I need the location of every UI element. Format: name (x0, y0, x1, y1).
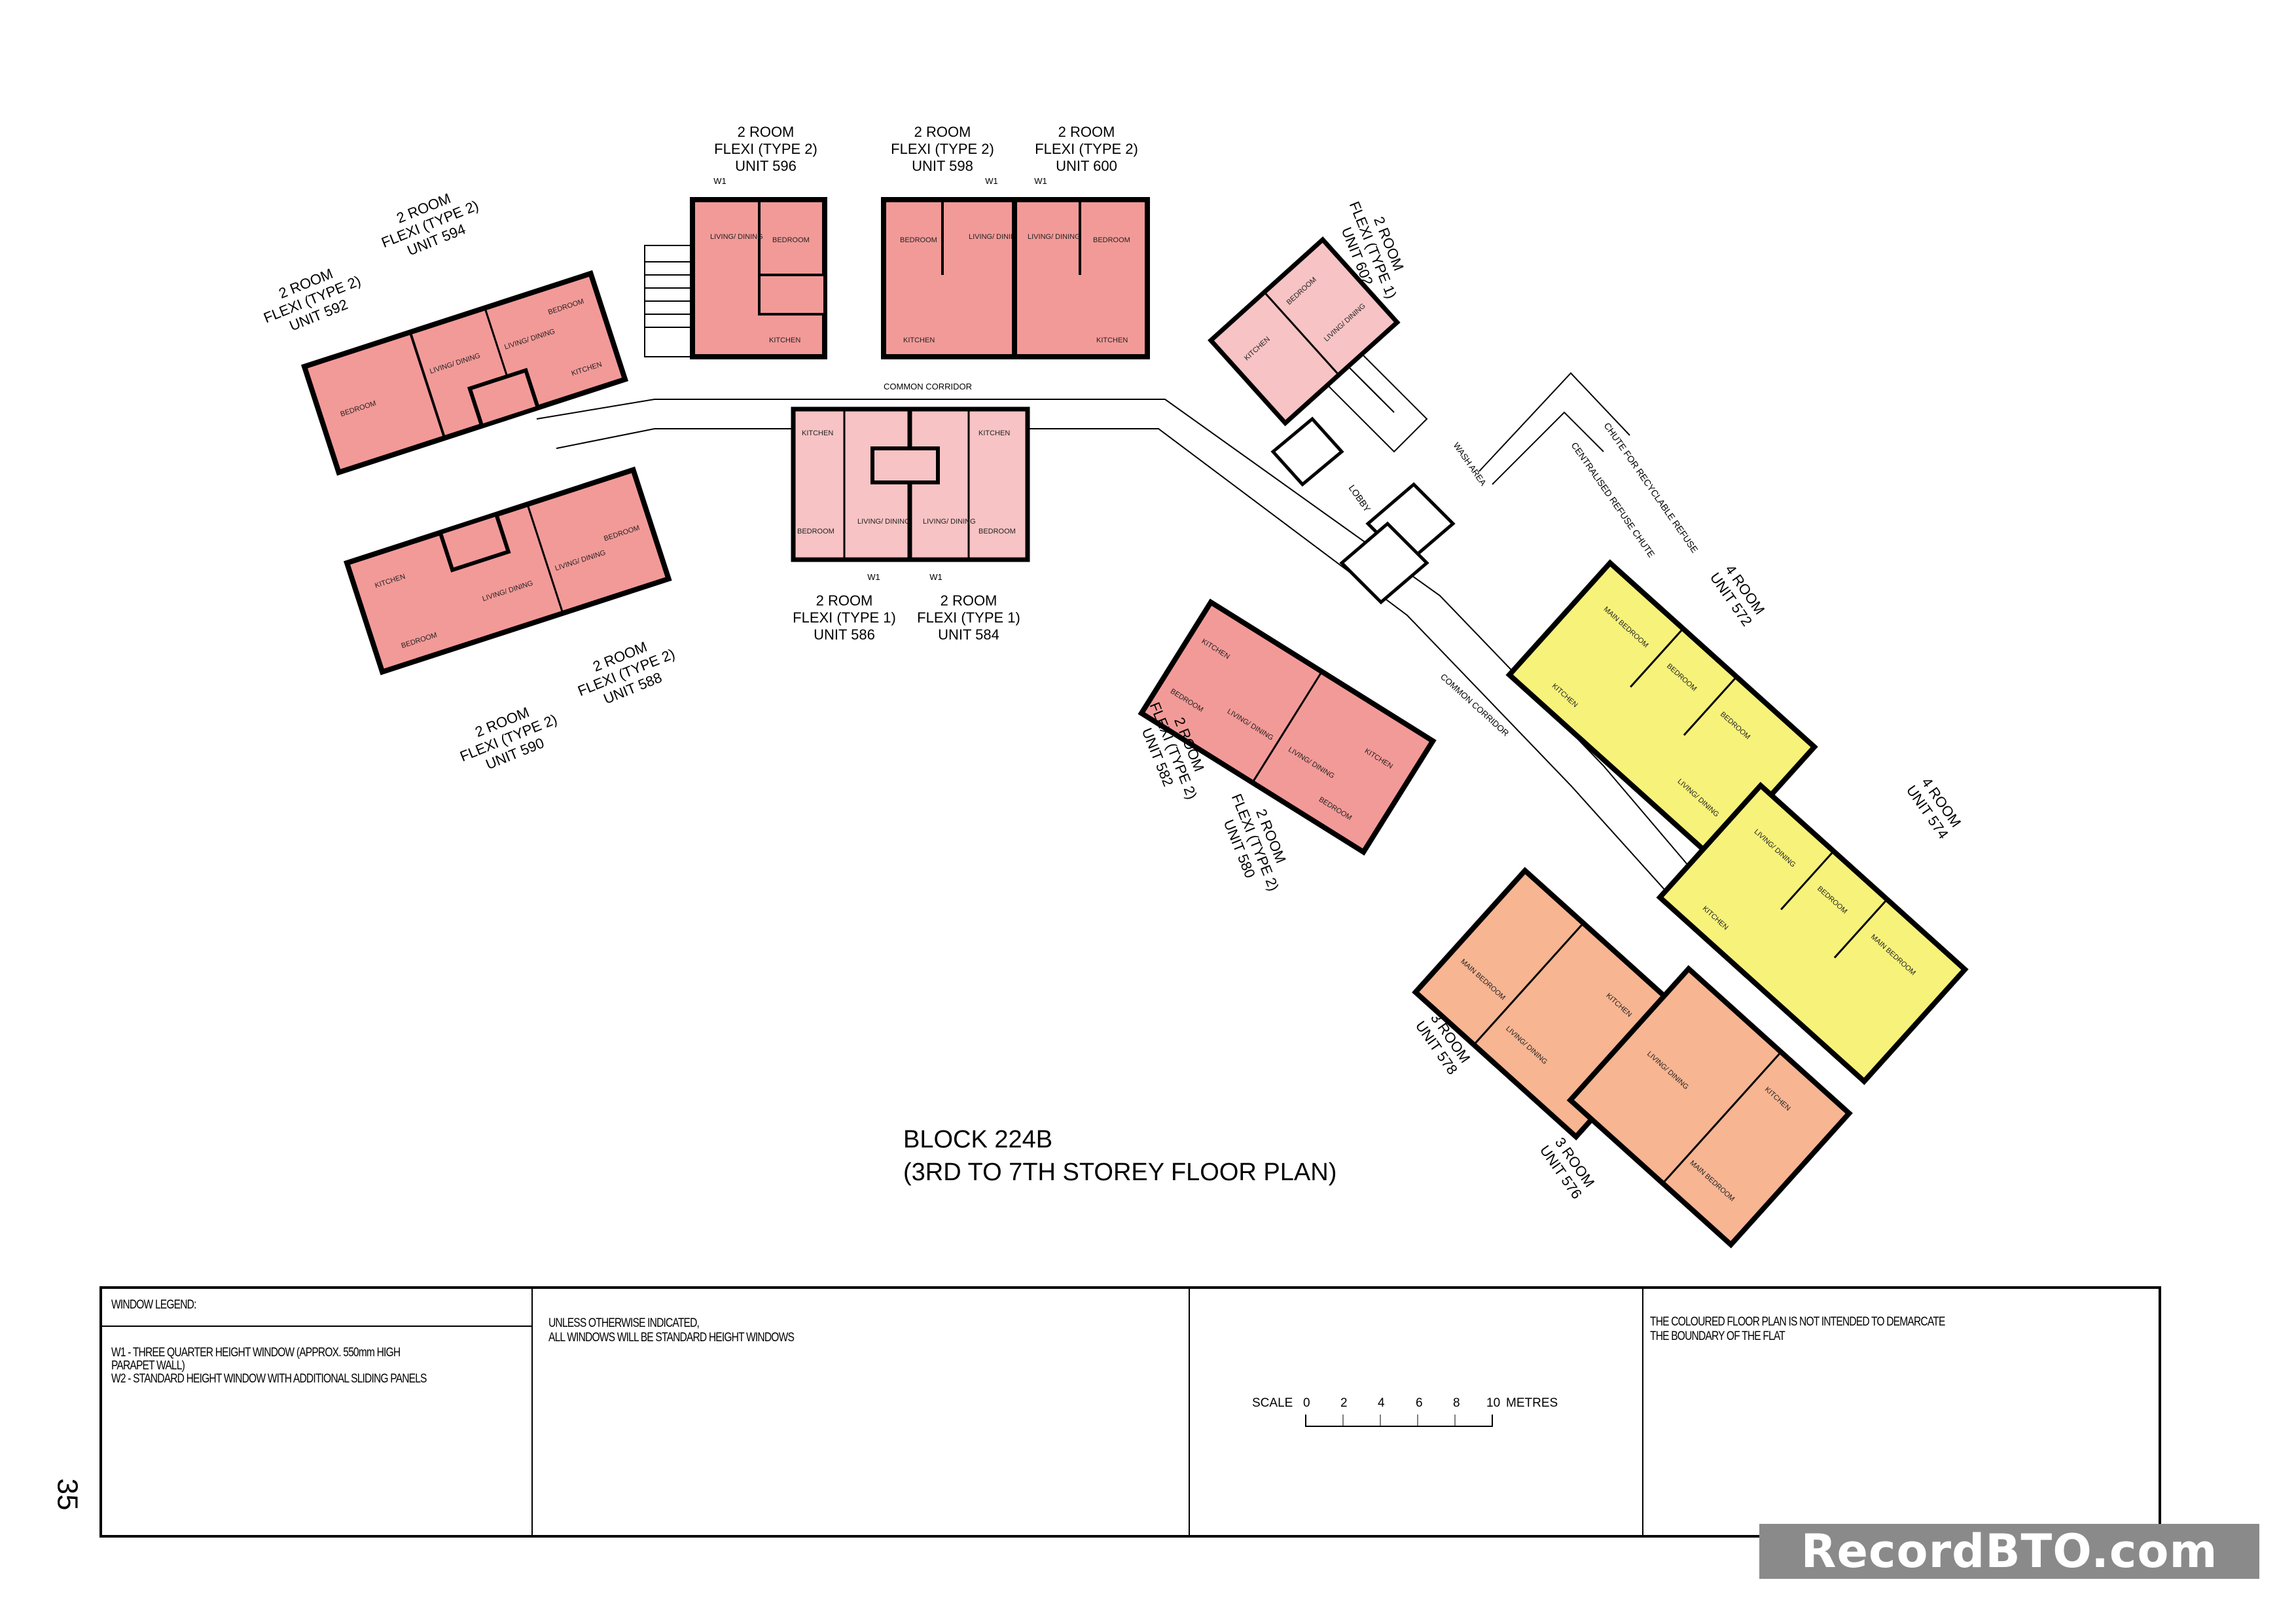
window-legend-heading: WINDOW LEGEND: (111, 1298, 196, 1312)
svg-text:W1: W1 (867, 572, 880, 582)
lobby-label: LOBBY (1347, 483, 1373, 514)
unit-574[interactable]: LIVING/ DINING BEDROOM MAIN BEDROOM KITC… (1656, 782, 1969, 1085)
svg-text:6: 6 (1416, 1396, 1423, 1410)
svg-text:FLEXI (TYPE 1): FLEXI (TYPE 1) (793, 609, 896, 626)
svg-text:2 ROOM: 2 ROOM (941, 592, 997, 609)
legend-table: WINDOW LEGEND: W1 - THREE QUARTER HEIGHT… (99, 1286, 2161, 1538)
svg-text:10: 10 (1486, 1396, 1500, 1410)
stair-east (1327, 352, 1428, 453)
room-label: BEDROOM (797, 528, 834, 535)
unit-594-label: 2 ROOM FLEXI (TYPE 2) UNIT 594 (379, 190, 481, 259)
unit-572-label: 4 ROOM UNIT 572 (1707, 562, 1768, 629)
svg-text:SCALE: SCALE (1252, 1396, 1293, 1410)
room-label: LIVING/ DINING (969, 233, 1022, 241)
window-note-line1: UNLESS OTHERWISE INDICATED, (548, 1316, 700, 1330)
unit-590-588-block[interactable]: KITCHEN BEDROOM LIVING/ DINING LIVING/ D… (343, 466, 672, 676)
unit-600[interactable]: LIVING/ DINING BEDROOM KITCHEN (1012, 197, 1150, 359)
room-label: LIVING/ DINING (710, 233, 763, 241)
svg-text:2 ROOM: 2 ROOM (816, 592, 873, 609)
wash-area-label: WASH AREA (1452, 441, 1489, 488)
svg-text:UNIT 598: UNIT 598 (912, 158, 973, 174)
svg-text:FLEXI (TYPE 2): FLEXI (TYPE 2) (714, 141, 817, 157)
svg-text:METRES: METRES (1506, 1396, 1558, 1410)
room-label: KITCHEN (769, 336, 800, 344)
unit-574-label: 4 ROOM UNIT 574 (1903, 774, 1965, 842)
disclaimer-cell: THE COLOURED FLOOR PLAN IS NOT INTENDED … (1643, 1289, 2159, 1535)
unit-584-label: W1 2 ROOM FLEXI (TYPE 1) UNIT 584 (917, 572, 1020, 643)
svg-text:FLEXI (TYPE 2): FLEXI (TYPE 2) (1035, 141, 1138, 157)
svg-text:UNIT 584: UNIT 584 (938, 626, 999, 643)
svg-text:2 ROOM: 2 ROOM (738, 124, 795, 140)
svg-text:FLEXI (TYPE 1): FLEXI (TYPE 1) (917, 609, 1020, 626)
svg-text:W1: W1 (713, 176, 726, 186)
w2-description: W2 - STANDARD HEIGHT WINDOW WITH ADDITIO… (111, 1371, 427, 1386)
refuse-chute-label: CENTRALISED REFUSE CHUTE (1570, 441, 1657, 560)
room-label: KITCHEN (802, 429, 833, 437)
lift-core (1270, 416, 1456, 605)
window-legend-cell: WINDOW LEGEND: W1 - THREE QUARTER HEIGHT… (102, 1289, 533, 1535)
unit-582-580-block[interactable]: KITCHEN BEDROOM LIVING/ DINING LIVING/ D… (1138, 598, 1437, 856)
svg-text:W1: W1 (929, 572, 942, 582)
room-label: KITCHEN (1096, 336, 1128, 344)
unit-596-label: 2 ROOM FLEXI (TYPE 2) UNIT 596 W1 (713, 124, 817, 186)
unit-588-label: 2 ROOM FLEXI (TYPE 2) UNIT 588 (575, 638, 677, 707)
svg-text:4: 4 (1378, 1396, 1385, 1410)
window-note-line2: ALL WINDOWS WILL BE STANDARD HEIGHT WIND… (548, 1331, 795, 1344)
unit-592-label: 2 ROOM FLEXI (TYPE 2) UNIT 592 (261, 265, 363, 334)
unit-598[interactable]: BEDROOM LIVING/ DINING KITCHEN (881, 197, 1022, 359)
plan-title: BLOCK 224B (3RD TO 7TH STOREY FLOOR PLAN… (903, 1123, 1336, 1189)
svg-text:0: 0 (1303, 1396, 1310, 1410)
unit-592-594-block[interactable]: BEDROOM LIVING/ DINING LIVING/ DINING BE… (300, 270, 629, 476)
room-label: BEDROOM (1093, 236, 1130, 244)
scale-bar: SCALE 0 2 4 6 8 10 METRES (1252, 1394, 1566, 1450)
staircase-nw (644, 245, 691, 357)
corridor-label-north: COMMON CORRIDOR (884, 382, 972, 391)
unit-598-label: 2 ROOM FLEXI (TYPE 2) UNIT 598 W1 (891, 124, 998, 186)
svg-text:W1: W1 (1034, 176, 1047, 186)
watermark: RecordBTO.com (1759, 1524, 2259, 1579)
w1-description-cont: PARAPET WALL) (111, 1358, 185, 1373)
w1-description: W1 - THREE QUARTER HEIGHT WINDOW (APPROX… (111, 1346, 401, 1360)
storey-range: (3RD TO 7TH STOREY FLOOR PLAN) (903, 1159, 1337, 1186)
room-label: LIVING/ DINING (857, 518, 910, 526)
scale-cell: SCALE 0 2 4 6 8 10 METRES (1190, 1289, 1643, 1535)
svg-text:UNIT 586: UNIT 586 (814, 626, 875, 643)
unit-600-label: 2 ROOM FLEXI (TYPE 2) UNIT 600 W1 (1034, 124, 1138, 186)
svg-text:UNIT 596: UNIT 596 (735, 158, 797, 174)
svg-text:FLEXI (TYPE 2): FLEXI (TYPE 2) (891, 141, 994, 157)
svg-text:2: 2 (1340, 1396, 1348, 1410)
block-name: BLOCK 224B (903, 1126, 1053, 1153)
unit-576-label: 3 ROOM UNIT 576 (1537, 1134, 1598, 1202)
unit-572[interactable]: MAIN BEDROOM BEDROOM BEDROOM LIVING/ DIN… (1505, 559, 1818, 863)
svg-text:2 ROOM: 2 ROOM (1058, 124, 1115, 140)
unit-596[interactable]: LIVING/ DINING BEDROOM KITCHEN (690, 197, 827, 359)
unit-586-label: W1 2 ROOM FLEXI (TYPE 1) UNIT 586 (793, 572, 896, 643)
corridor-label-east: COMMON CORRIDOR (1439, 672, 1511, 738)
room-label: KITCHEN (978, 429, 1010, 437)
unit-590-label: 2 ROOM FLEXI (TYPE 2) UNIT 590 (457, 704, 560, 772)
disclaimer-line2: THE BOUNDARY OF THE FLAT (1650, 1329, 1785, 1343)
chute-outline (1479, 372, 1630, 485)
room-label: KITCHEN (903, 336, 935, 344)
room-label: BEDROOM (772, 236, 810, 244)
window-note-cell: UNLESS OTHERWISE INDICATED, ALL WINDOWS … (533, 1289, 1190, 1535)
svg-text:2 ROOM: 2 ROOM (914, 124, 971, 140)
room-label: BEDROOM (978, 528, 1016, 535)
svg-text:W1: W1 (985, 176, 998, 186)
svg-text:8: 8 (1453, 1396, 1460, 1410)
shelters-586-584 (870, 446, 940, 484)
svg-text:UNIT 600: UNIT 600 (1056, 158, 1117, 174)
page-number: 35 (51, 1478, 84, 1511)
unit-576[interactable]: LIVING/ DINING KITCHEN MAIN BEDROOM (1566, 965, 1853, 1249)
unit-584[interactable]: KITCHEN LIVING/ DINING BEDROOM (907, 406, 1030, 562)
scale-bar-graphic: SCALE 0 2 4 6 8 10 METRES (1252, 1396, 1558, 1427)
room-label: BEDROOM (900, 236, 937, 244)
common-corridor (536, 399, 1715, 917)
room-label: LIVING/ DINING (1028, 233, 1081, 241)
recycle-chute-label: CHUTE FOR RECYCLABLE REFUSE (1602, 421, 1700, 555)
room-label: LIVING/ DINING (923, 518, 976, 526)
disclaimer-line1: THE COLOURED FLOOR PLAN IS NOT INTENDED … (1650, 1315, 1945, 1329)
